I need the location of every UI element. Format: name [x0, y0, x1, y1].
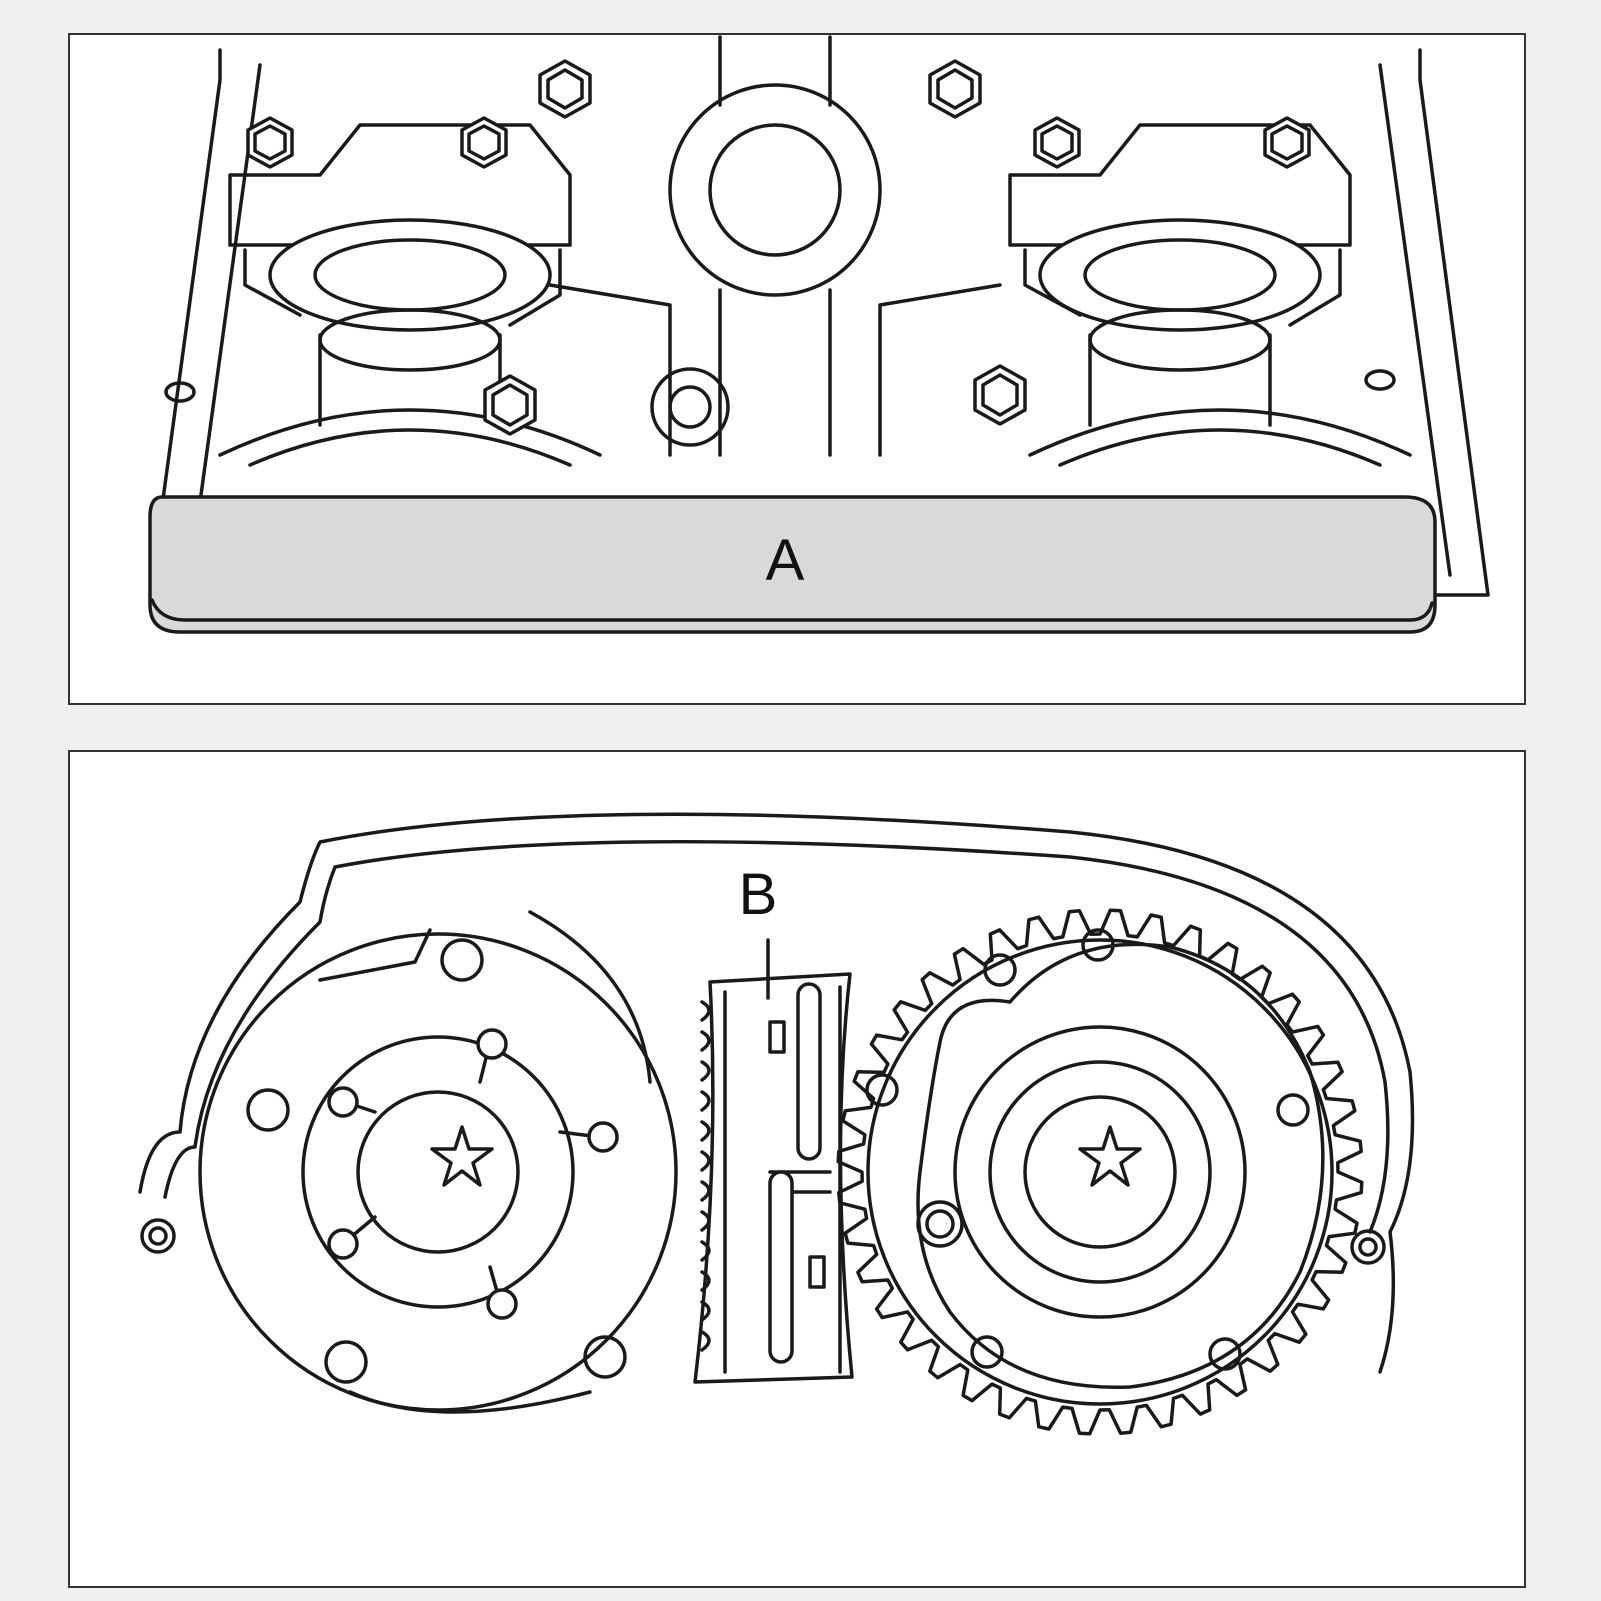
cylinder-head-drawing: A [148, 35, 1490, 634]
right-camshaft-journal [1028, 408, 1412, 467]
hex-bolt-icon [460, 116, 508, 169]
mounting-hole [164, 381, 196, 403]
hex-bolt-icon [1033, 116, 1081, 169]
hex-bolt-icon [246, 116, 294, 169]
sprocket-holding-tool-b: B [693, 862, 854, 1384]
tool-label-a: A [766, 528, 805, 593]
oil-filler-neck [650, 35, 882, 457]
hex-bolt-icon [973, 364, 1027, 426]
mounting-hole [1350, 1229, 1386, 1265]
mounting-hole [140, 1218, 176, 1254]
star-bolt-icon [430, 1125, 494, 1187]
hex-bolt-icon [483, 374, 537, 436]
gear-icon [836, 908, 1364, 1436]
right-bearing-cap [1008, 123, 1352, 427]
left-camshaft-journal [218, 408, 602, 467]
star-bolt-icon [1078, 1125, 1142, 1187]
hex-bolt-icon [928, 59, 982, 119]
mounting-hole [1358, 1237, 1378, 1257]
hex-bolt-icon [1263, 116, 1311, 169]
mounting-hole [148, 1226, 168, 1246]
timing-cover-outline [138, 812, 1415, 1374]
mounting-hole [1364, 369, 1396, 391]
camshaft-locking-plate-a: A [148, 495, 1437, 634]
hex-bolt-icon [538, 59, 592, 119]
top-diagram-panel: A [68, 33, 1526, 705]
timing-gear-drawing: B [138, 812, 1415, 1436]
left-camshaft-pulley [198, 910, 678, 1414]
left-sprocket-teeth [700, 1000, 711, 1352]
tool-label-b: B [739, 862, 778, 927]
bottom-diagram-panel: B [68, 750, 1526, 1588]
